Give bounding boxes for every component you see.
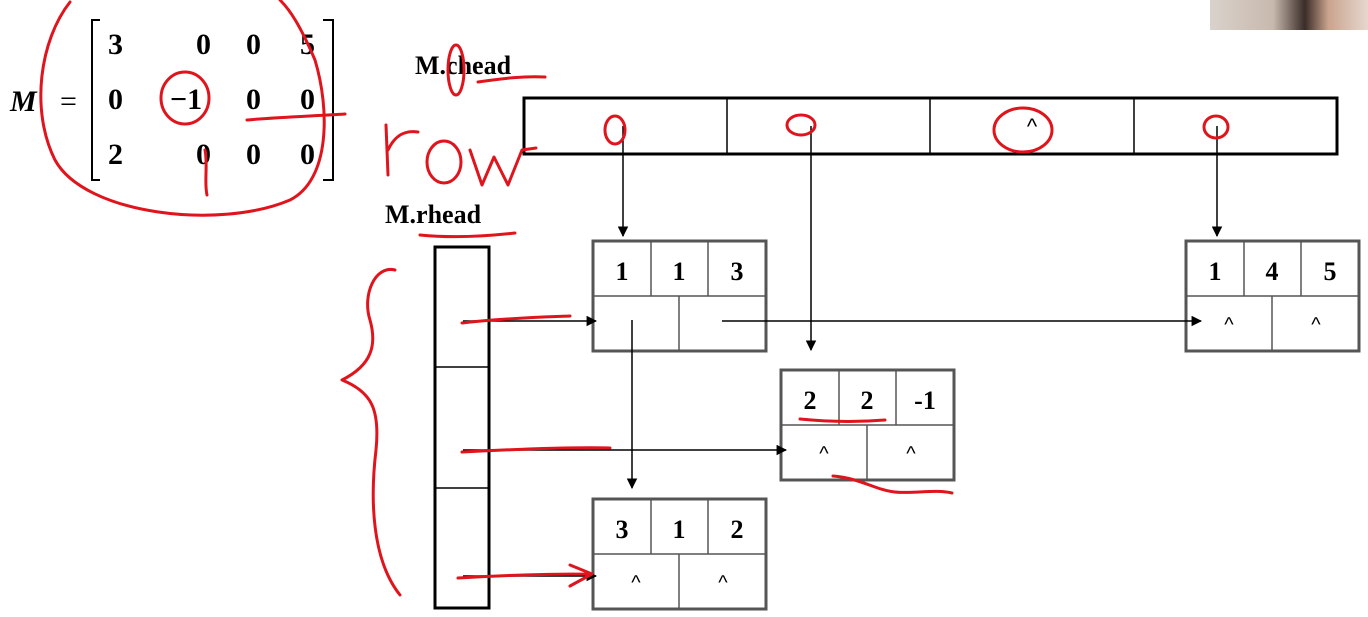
chead0-pointer-mark bbox=[603, 114, 627, 146]
node-row: 2 bbox=[804, 386, 817, 415]
chead-c-circle-annotation bbox=[446, 43, 466, 97]
row-handwriting-o bbox=[425, 139, 463, 185]
matrix-circle-annotation bbox=[39, 0, 326, 217]
cell-tail-annotation bbox=[203, 148, 209, 197]
matrix-cell: 0 bbox=[300, 138, 315, 171]
node-2-2: 2 2 -1 ^ ^ bbox=[779, 368, 956, 482]
node-right-null: ^ bbox=[718, 572, 728, 594]
row-handwriting-w bbox=[468, 146, 538, 187]
cell-circle-annotation bbox=[159, 70, 211, 126]
node-1-1: 1 1 3 bbox=[591, 239, 768, 353]
node-col: 1 bbox=[673, 257, 686, 286]
node-2-2-tail-annotation bbox=[831, 474, 954, 495]
node-col: 2 bbox=[861, 386, 874, 415]
matrix-cell: 0 bbox=[196, 28, 211, 61]
pointer-arrows bbox=[463, 126, 1223, 582]
matrix-M: M = 3 0 0 5 0 −1 0 0 2 0 0 0 bbox=[9, 19, 334, 181]
chead-array: ^ bbox=[522, 96, 1339, 156]
row-stroke-annotation bbox=[245, 112, 347, 122]
matrix-equals: = bbox=[60, 85, 77, 118]
matrix-cell: 0 bbox=[108, 83, 123, 116]
node-col: 1 bbox=[673, 515, 686, 544]
rhead-underline-annotation bbox=[418, 231, 517, 239]
matrix-cell: 0 bbox=[246, 83, 261, 116]
rhead-array-box bbox=[433, 245, 491, 610]
rhead2-pointer-stroke bbox=[456, 563, 594, 588]
matrix-right-bracket bbox=[323, 19, 334, 181]
node-val: 5 bbox=[1324, 257, 1337, 286]
chead2-circle-annotation bbox=[992, 106, 1054, 154]
node-down-null: ^ bbox=[1224, 314, 1234, 336]
node-val: -1 bbox=[914, 386, 936, 415]
matrix-cell: 0 bbox=[196, 138, 211, 171]
node-2-2-underline bbox=[798, 417, 887, 423]
rhead-brace-annotation bbox=[340, 268, 402, 597]
rhead1-pointer-stroke bbox=[460, 446, 612, 454]
node-val: 2 bbox=[731, 515, 744, 544]
matrix-name: M bbox=[9, 85, 38, 118]
webcam-overlay bbox=[1210, 0, 1368, 30]
chead1-pointer-mark bbox=[785, 113, 817, 137]
matrix-cell: 3 bbox=[108, 28, 123, 61]
chead3-pointer-mark bbox=[1202, 114, 1230, 140]
matrix-cell: 0 bbox=[300, 83, 315, 116]
matrix-cell: −1 bbox=[170, 83, 202, 116]
node-row: 1 bbox=[1209, 257, 1222, 286]
rhead-label: M.rhead bbox=[385, 200, 482, 229]
matrix-cell: 0 bbox=[246, 28, 261, 61]
node-col: 4 bbox=[1266, 257, 1279, 286]
rhead-array bbox=[433, 245, 491, 610]
node-row: 3 bbox=[616, 515, 629, 544]
node-right-null: ^ bbox=[1311, 314, 1321, 336]
row-handwriting-r bbox=[384, 123, 420, 177]
matrix-left-bracket bbox=[91, 19, 100, 181]
node-val: 3 bbox=[731, 257, 744, 286]
node-3-1: 3 1 2 ^ ^ bbox=[591, 497, 768, 611]
matrix-cell: 0 bbox=[246, 138, 261, 171]
node-right-null: ^ bbox=[906, 443, 916, 465]
chead-underline-annotation bbox=[476, 75, 547, 84]
handwritten-annotations bbox=[39, 0, 1230, 597]
node-down-null: ^ bbox=[819, 443, 829, 465]
chead-cell: ^ bbox=[1027, 114, 1038, 139]
node-1-4: 1 4 5 ^ ^ bbox=[1184, 239, 1361, 353]
rhead0-pointer-stroke bbox=[460, 314, 572, 325]
node-row: 1 bbox=[616, 257, 629, 286]
matrix-cell: 2 bbox=[108, 138, 123, 171]
node-down-null: ^ bbox=[631, 572, 641, 594]
